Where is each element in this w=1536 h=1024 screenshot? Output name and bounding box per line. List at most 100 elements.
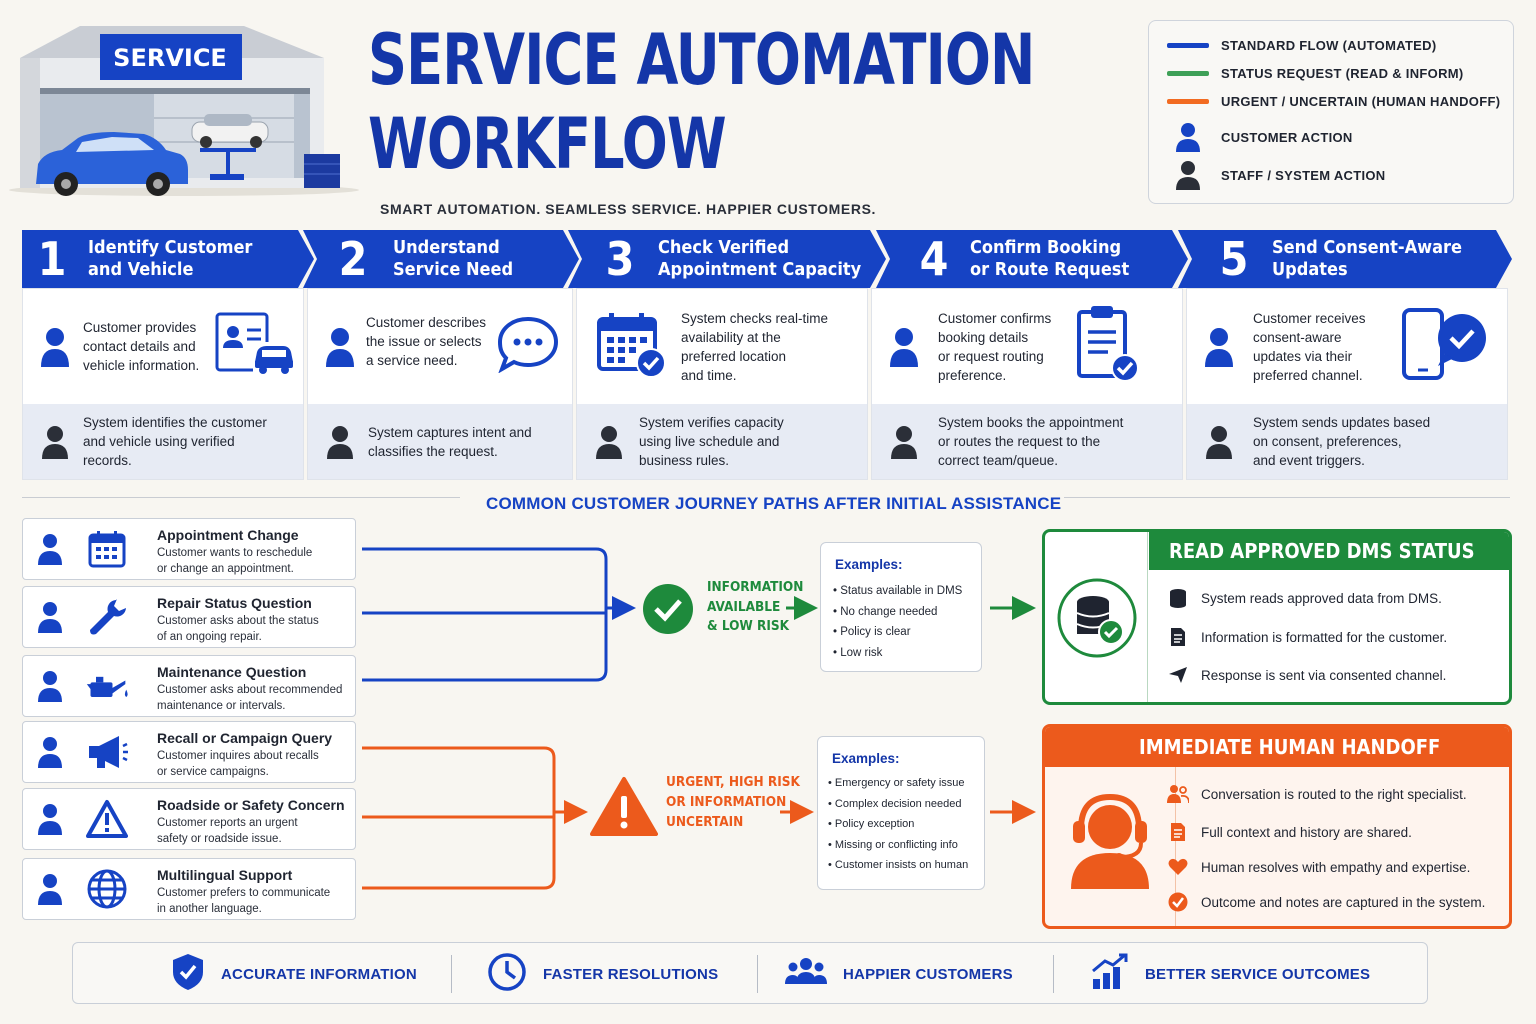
- wrench-icon: [85, 595, 129, 639]
- journey-card-repair-status[interactable]: Repair Status Question Customer asks abo…: [22, 586, 356, 648]
- green-examples-box: Examples: Status available in DMS No cha…: [820, 542, 982, 672]
- journey-card-maintenance[interactable]: Maintenance Question Customer asks about…: [22, 655, 356, 717]
- journey-card-appointment-change[interactable]: Appointment Change Customer wants to res…: [22, 518, 356, 580]
- examples-title: Examples:: [832, 751, 900, 766]
- result-item: Human resolves with empathy and expertis…: [1167, 858, 1470, 876]
- human-handoff-panel: IMMEDIATE HUMAN HANDOFF Conversation is …: [1042, 724, 1512, 929]
- person-icon: [37, 873, 63, 910]
- step-number: 3: [605, 232, 635, 286]
- read-dms-status-panel: READ APPROVED DMS STATUS System reads ap…: [1042, 529, 1512, 705]
- person-icon: [316, 327, 364, 367]
- panel-title: READ APPROVED DMS STATUS: [1149, 532, 1509, 570]
- journey-card-roadside[interactable]: Roadside or Safety Concern Customer repo…: [22, 788, 356, 850]
- legend-label: STATUS REQUEST (READ & INFORM): [1221, 66, 1464, 81]
- check-circle-icon: [642, 583, 694, 640]
- divider: [1053, 955, 1054, 993]
- phone-check-icon: [1400, 306, 1490, 387]
- person-icon: [1167, 122, 1209, 152]
- page-title: SERVICE AUTOMATION WORKFLOW: [368, 18, 1035, 186]
- group-icon: [785, 956, 827, 993]
- tagline: SMART AUTOMATION. SEAMLESS SERVICE. HAPP…: [380, 201, 877, 217]
- example-item: Emergency or safety issue: [828, 773, 968, 794]
- step-label: Confirm Booking: [970, 237, 1122, 258]
- person-icon: [1195, 425, 1243, 459]
- chat-bubble-icon: [496, 315, 560, 378]
- database-icon: [1167, 588, 1189, 608]
- growth-chart-icon: [1091, 953, 1129, 996]
- person-icon: [585, 425, 633, 459]
- step-label: Service Need: [393, 259, 514, 280]
- benefit-better-outcomes: BETTER SERVICE OUTCOMES: [1091, 943, 1370, 1005]
- person-icon: [31, 425, 79, 459]
- person-icon: [37, 803, 63, 840]
- journey-title: Repair Status Question: [157, 595, 312, 611]
- step-label: Updates: [1272, 259, 1348, 280]
- result-item: Full context and history are shared.: [1167, 822, 1412, 842]
- benefit-label: BETTER SERVICE OUTCOMES: [1145, 965, 1371, 983]
- journey-title: Multilingual Support: [157, 867, 293, 883]
- calendar-icon: [85, 527, 129, 571]
- heart-icon: [1167, 858, 1189, 876]
- divider: [451, 955, 452, 993]
- step-number: 4: [919, 232, 949, 286]
- legend-item-urgent: URGENT / UNCERTAIN (HUMAN HANDOFF): [1167, 94, 1500, 109]
- calendar-check-icon: [595, 309, 669, 384]
- headset-agent-icon: [1057, 785, 1163, 896]
- benefit-label: ACCURATE INFORMATION: [221, 965, 417, 983]
- result-item: Response is sent via consented channel.: [1167, 666, 1446, 684]
- journey-card-recall[interactable]: Recall or Campaign Query Customer inquir…: [22, 721, 356, 783]
- legend-label: STANDARD FLOW (AUTOMATED): [1221, 38, 1437, 53]
- result-item: System reads approved data from DMS.: [1167, 588, 1442, 608]
- journey-card-multilingual[interactable]: Multilingual Support Customer prefers to…: [22, 858, 356, 920]
- result-item: Outcome and notes are captured in the sy…: [1167, 892, 1485, 912]
- examples-title: Examples:: [835, 557, 903, 572]
- oil-can-icon: [85, 664, 129, 708]
- database-check-icon: [1053, 574, 1141, 667]
- step-label: Send Consent-Aware: [1272, 237, 1462, 258]
- title-line-1: SERVICE AUTOMATION: [368, 19, 1035, 101]
- step-label: or Route Request: [970, 259, 1130, 280]
- divider: [1064, 497, 1510, 498]
- megaphone-icon: [85, 730, 129, 774]
- person-icon: [316, 425, 364, 459]
- title-line-2: WORKFLOW: [368, 103, 727, 185]
- clipboard-check-icon: [1073, 304, 1143, 389]
- person-icon: [31, 327, 79, 367]
- people-icon: [1167, 785, 1189, 803]
- check-circle-icon: [1167, 892, 1189, 912]
- benefits-bar: ACCURATE INFORMATION FASTER RESOLUTIONS …: [72, 942, 1428, 1004]
- example-item: Policy is clear: [833, 622, 962, 643]
- legend-label: URGENT / UNCERTAIN (HUMAN HANDOFF): [1221, 94, 1501, 109]
- person-icon: [880, 327, 928, 367]
- journey-title: Recall or Campaign Query: [157, 730, 333, 746]
- example-item: Low risk: [833, 643, 962, 664]
- globe-icon: [85, 867, 129, 911]
- legend-item-standard: STANDARD FLOW (AUTOMATED): [1167, 38, 1436, 53]
